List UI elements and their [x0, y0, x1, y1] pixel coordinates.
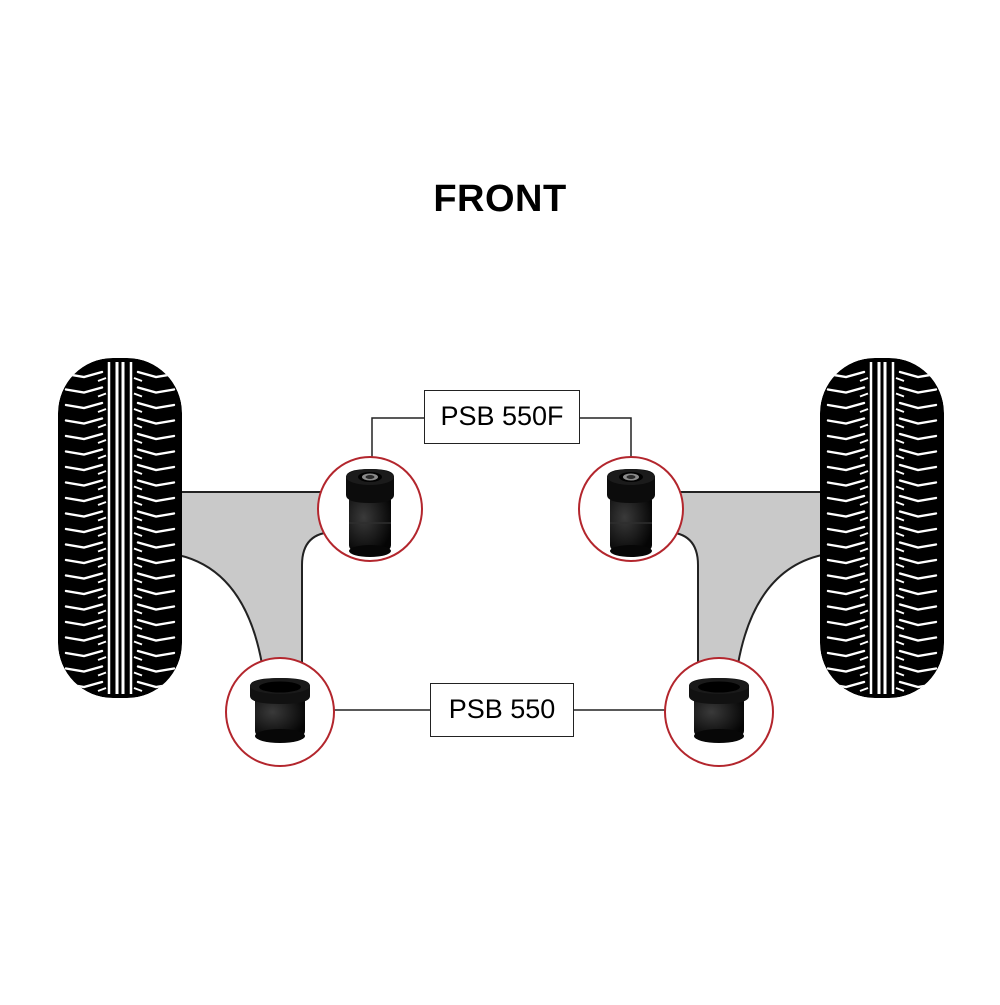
upper-part-number-label: PSB 550F — [424, 390, 580, 444]
lower-left-bush-icon — [250, 678, 310, 743]
lower-right-bush-icon — [689, 678, 749, 743]
lower-part-number-label: PSB 550 — [430, 683, 574, 737]
upper-left-bush-icon — [346, 469, 394, 557]
right-wheel-tyre-icon — [820, 358, 944, 698]
diagram-heading: FRONT — [433, 178, 567, 220]
left-suspension-arm — [177, 491, 336, 665]
upper-right-bush-icon — [607, 469, 655, 557]
upper-leader-line — [371, 417, 632, 467]
right-suspension-arm — [664, 491, 823, 665]
left-wheel-tyre-icon — [58, 358, 182, 698]
